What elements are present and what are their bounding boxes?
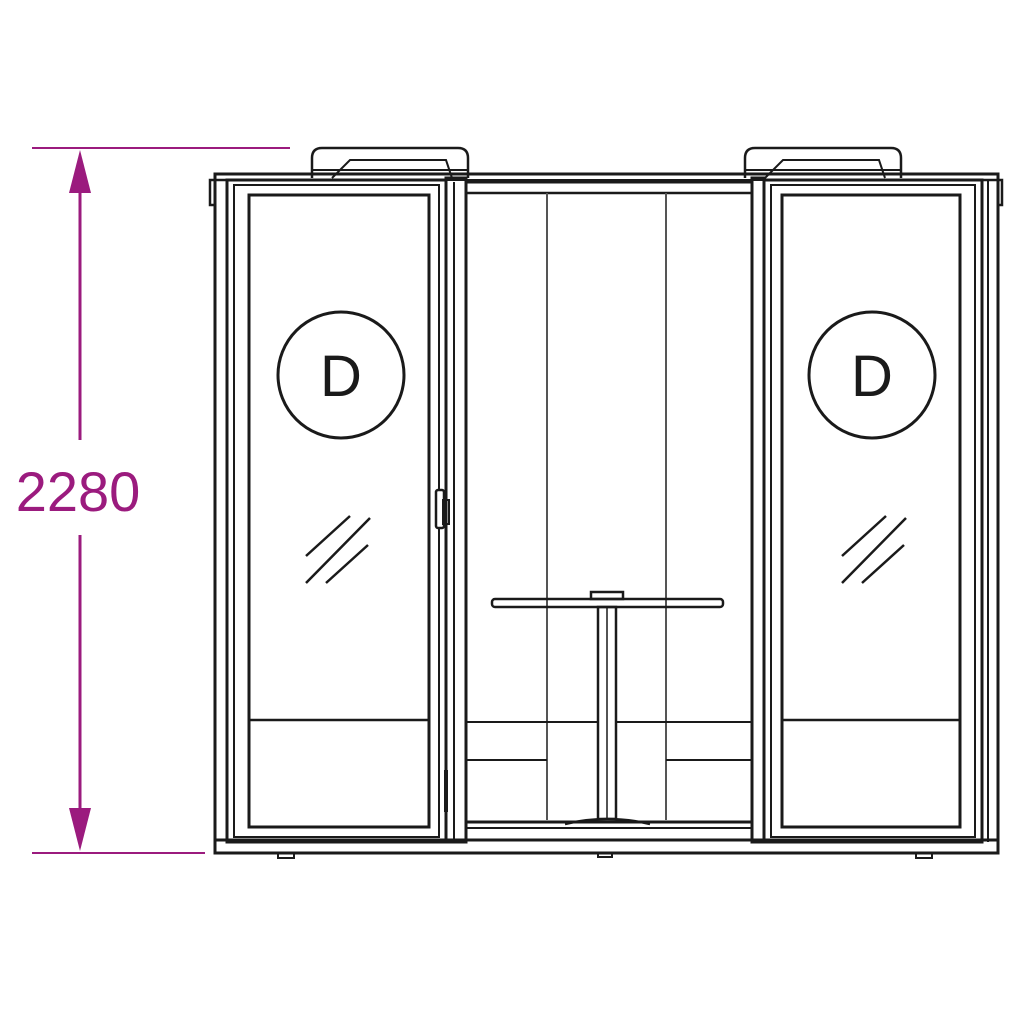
door-logo-right bbox=[807, 310, 937, 440]
height-dimension: 2280 bbox=[16, 147, 290, 854]
door-logo-letter-right: D bbox=[851, 344, 893, 409]
height-dimension-label: 2280 bbox=[16, 460, 141, 523]
booth-frame bbox=[208, 172, 1004, 859]
dimension-arrow-down-icon bbox=[69, 808, 91, 851]
dimension-arrow-up-icon bbox=[69, 150, 91, 193]
door-handle-icon[interactable] bbox=[434, 488, 450, 530]
table-power-box bbox=[589, 590, 625, 601]
roof-vent-left bbox=[310, 146, 470, 179]
glass-marks-right-icon bbox=[841, 515, 907, 584]
table-base bbox=[564, 817, 651, 826]
booth-interior bbox=[464, 180, 754, 830]
door-right: D bbox=[750, 176, 989, 844]
table bbox=[490, 590, 725, 826]
roof-vent-right bbox=[743, 146, 903, 179]
door-left: D bbox=[225, 176, 468, 844]
glass-marks-left-icon bbox=[305, 515, 371, 584]
door-logo-letter-left: D bbox=[320, 344, 362, 409]
door-logo-left bbox=[276, 310, 406, 440]
